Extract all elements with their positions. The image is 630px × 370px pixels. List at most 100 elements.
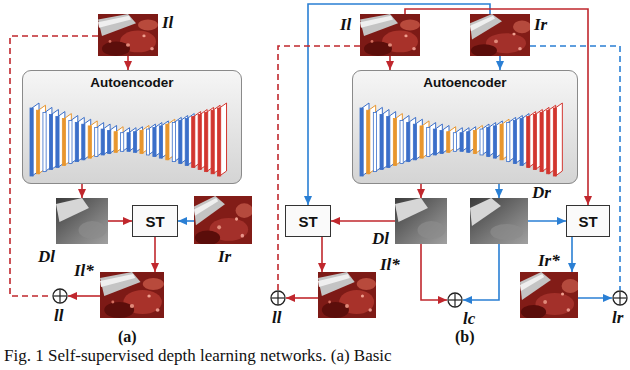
layer-slab-front xyxy=(473,130,476,153)
layer-slab-front xyxy=(140,130,143,153)
layer-slab-front xyxy=(185,119,188,166)
autoencoder-ground xyxy=(352,70,578,184)
plus-mark xyxy=(272,297,285,298)
plus-mark xyxy=(614,297,627,298)
arrow-connector xyxy=(127,56,129,70)
layer-slab-front xyxy=(49,115,52,170)
dashed-connector xyxy=(530,46,620,290)
layer-slab-front xyxy=(218,108,221,176)
layer-slab-front xyxy=(121,133,124,152)
arrow-connector xyxy=(528,220,566,222)
image-node: Ir xyxy=(194,196,252,244)
image-node: Ir* xyxy=(520,272,578,318)
box-label: ST xyxy=(578,213,597,230)
dashed-connector xyxy=(278,46,360,290)
image-node: Ir xyxy=(470,14,530,56)
sum-circle xyxy=(612,290,628,306)
arrow-connector xyxy=(498,184,500,198)
layer-slab-front xyxy=(205,112,208,171)
layer-slab-front xyxy=(36,110,39,174)
image-label: Il xyxy=(162,14,173,32)
layer-slab-front xyxy=(553,108,556,176)
loss-sum-node: lr xyxy=(612,290,628,306)
layer-slab-front xyxy=(179,121,182,164)
layer-slab-front xyxy=(433,129,436,155)
figure-caption: Fig. 1 Self-supervised depth learning ne… xyxy=(4,346,392,366)
image-node: Il xyxy=(360,14,420,56)
loss-label: ll xyxy=(272,309,281,327)
layer-slab-front xyxy=(114,132,117,153)
autoencoder-ground xyxy=(22,70,242,184)
layer-slab-front xyxy=(166,124,169,160)
image-node: Il* xyxy=(100,272,164,318)
arrow-connector xyxy=(154,237,156,272)
image-label: Dl xyxy=(372,230,389,248)
sum-circle-outline xyxy=(271,291,285,305)
image-label: Dl xyxy=(38,248,55,266)
depth-map xyxy=(395,198,447,244)
layer-slab-front xyxy=(387,117,390,168)
arrow-connector xyxy=(178,220,194,222)
arrow-connector xyxy=(286,297,318,299)
arrow-connector xyxy=(499,56,501,70)
sum-circle xyxy=(270,290,286,306)
loss-label: lr xyxy=(612,309,623,327)
layer-slab-front xyxy=(547,110,550,174)
autoencoder-box: Autoencoder xyxy=(22,70,242,184)
sum-circle-outline xyxy=(448,293,462,307)
arrow-connector xyxy=(389,56,391,70)
surgical-image xyxy=(98,14,158,56)
layer-slab-front xyxy=(172,122,175,161)
surgical-image xyxy=(360,14,420,56)
arrow-connector xyxy=(420,184,422,198)
spatial-transformer-box: ST xyxy=(566,205,610,237)
surgical-image xyxy=(520,272,579,319)
image-label: Il* xyxy=(74,262,94,280)
layer-slab-front xyxy=(69,121,72,164)
box-title: Autoencoder xyxy=(353,75,577,90)
layer-slab-front xyxy=(527,117,530,168)
layer-slab-front xyxy=(367,110,370,174)
layer-slab-front xyxy=(62,119,65,166)
layer-slab-front xyxy=(453,133,456,152)
layer-slab-front xyxy=(393,119,396,166)
box-title: Autoencoder xyxy=(23,75,241,90)
depth-map xyxy=(56,198,108,244)
network-illustration xyxy=(30,103,562,176)
layer-slab-front xyxy=(400,121,403,164)
layer-slab-front xyxy=(533,115,536,170)
layer-slab-front xyxy=(467,132,470,153)
layer-slab-front xyxy=(487,128,490,157)
sum-circle-outline xyxy=(613,291,627,305)
arrow-connector xyxy=(308,4,490,205)
layer-slab-front xyxy=(360,108,363,176)
arrow-connector xyxy=(68,295,100,297)
layer-slab-front xyxy=(420,126,423,158)
layer-slab-front xyxy=(192,117,195,168)
layer-slab-front xyxy=(211,110,214,174)
layer-slab-front xyxy=(159,126,162,158)
arrow-connector xyxy=(81,184,83,198)
image-label: Il xyxy=(340,16,351,34)
layer-slab-front xyxy=(440,130,443,153)
sum-circle-outline xyxy=(53,289,67,303)
image-label: Ir xyxy=(218,248,231,266)
sum-circle xyxy=(52,288,68,304)
image-node: Dr xyxy=(470,198,528,244)
layer-slab-front xyxy=(108,130,111,153)
arrow-connector xyxy=(108,220,132,222)
box-label: ST xyxy=(145,213,164,230)
layer-slab-front xyxy=(101,129,104,155)
surgical-image xyxy=(470,14,531,57)
image-label: Il* xyxy=(380,256,400,274)
image-node: Il xyxy=(98,14,158,56)
loss-sum-node: ll xyxy=(52,288,68,304)
surgical-image xyxy=(100,272,164,318)
layer-slab-front xyxy=(493,126,496,158)
layer-slab-front xyxy=(56,117,59,168)
image-node: Dl xyxy=(56,198,108,244)
surgical-image xyxy=(318,272,376,318)
loss-sum-node: lc xyxy=(447,292,463,308)
layer-slab-front xyxy=(146,129,149,155)
